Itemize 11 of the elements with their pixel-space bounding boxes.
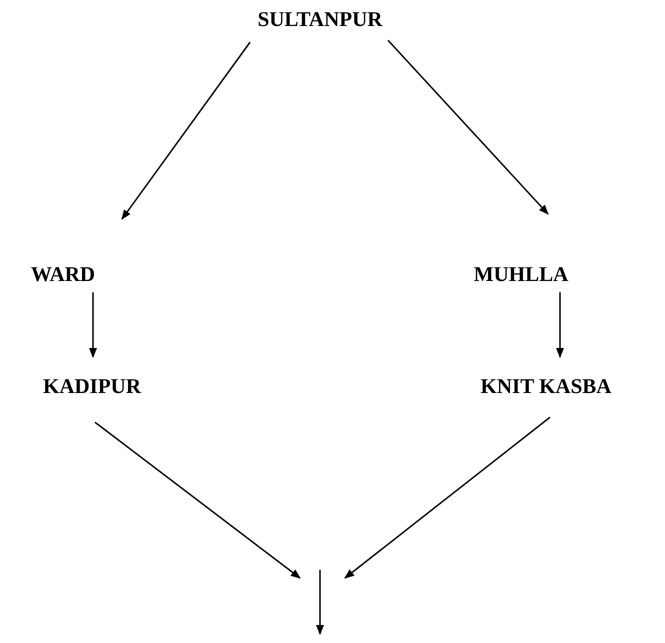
arrow [94, 422, 301, 579]
node-label: WARD [30, 261, 96, 288]
arrow [89, 292, 97, 358]
node-label: KNIT KASBA [480, 373, 612, 400]
node-label: SULTANPUR [258, 6, 382, 32]
arrow [121, 42, 251, 220]
arrow [556, 292, 564, 358]
node-label: MUHLLA [474, 261, 568, 288]
arrow [344, 416, 550, 579]
node-label: KADIPUR [43, 373, 141, 400]
arrow [387, 40, 549, 215]
